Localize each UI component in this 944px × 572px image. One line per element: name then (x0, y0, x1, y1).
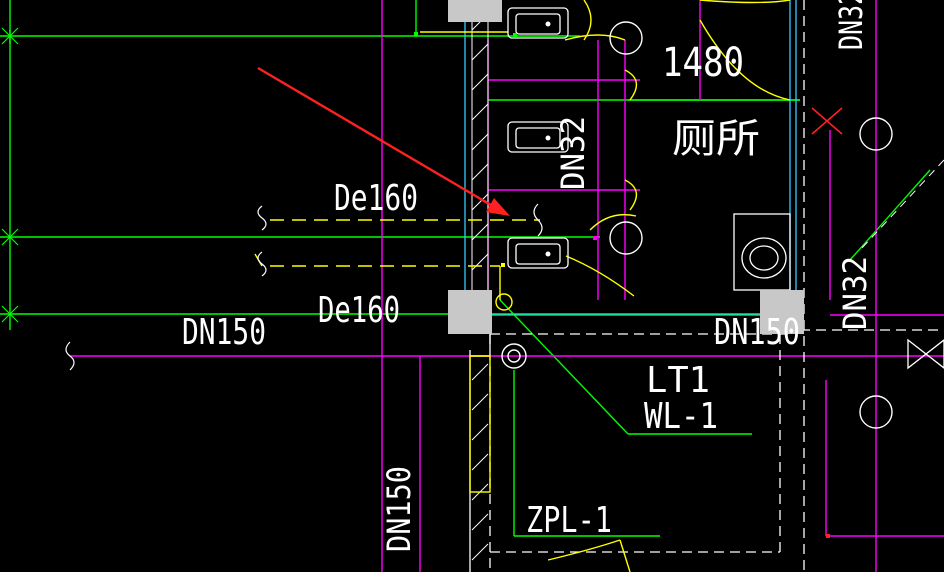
riser-right-vertical-label: DN32 (836, 256, 874, 330)
main-left-label: DN150 (182, 312, 266, 353)
riser-mid-vertical-label: DN32 (554, 116, 592, 190)
small-markers (414, 32, 830, 538)
valve-icon (907, 338, 944, 370)
structural-columns (448, 0, 804, 334)
break-marks (65, 203, 543, 371)
riser-circles (501, 21, 893, 429)
cleanout-circle (495, 293, 513, 311)
grid-cross-marks (1, 27, 19, 323)
hatched-wall (471, 0, 489, 561)
dashed-diagonal (859, 159, 944, 251)
red-cross-icon (811, 107, 843, 135)
zpl-label: ZPL-1 (526, 500, 612, 541)
wl-label: WL-1 (644, 396, 718, 437)
room-name-label: 厕所 (672, 116, 760, 162)
room-size-label: 1480 (662, 40, 744, 86)
pipe-upper-label: De160 (334, 178, 418, 219)
magenta-wall-lines (70, 0, 944, 572)
toilet-fixtures (507, 7, 787, 279)
toilet-flush-dots (545, 21, 551, 257)
pipe-lower-label: De160 (318, 290, 400, 331)
main-right-label: DN150 (714, 312, 800, 353)
left-vertical-label: DN150 (380, 466, 418, 552)
riser-top-vertical-label: DN32 (832, 0, 870, 50)
green-grid-lines (0, 0, 931, 537)
red-arrow-icon (257, 66, 510, 216)
lt-label: LT1 (646, 360, 710, 401)
